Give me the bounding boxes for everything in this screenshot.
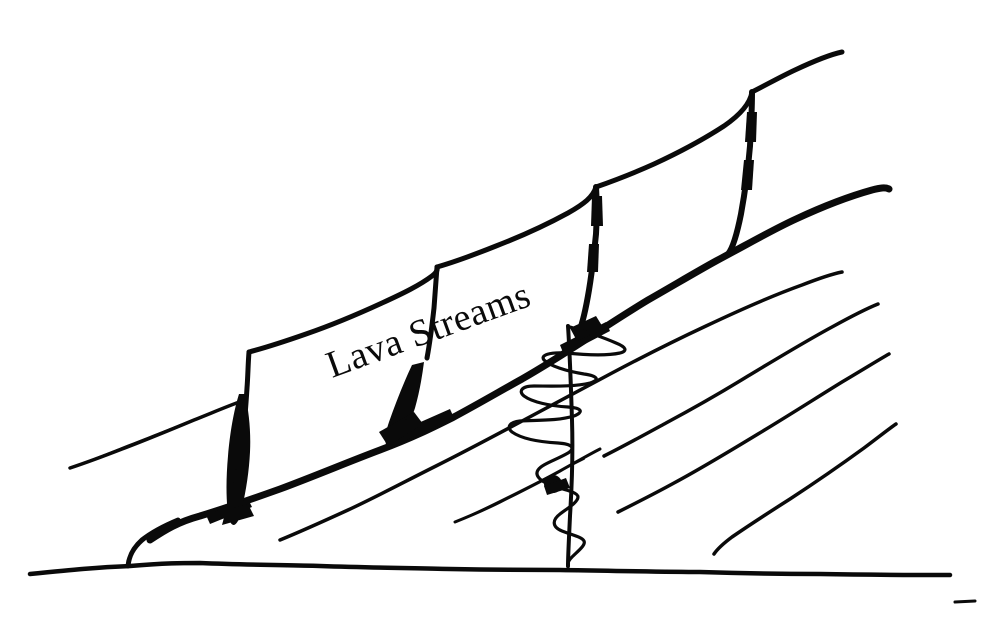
- flowline-2: [278, 270, 844, 542]
- lava-stream-vent-blob-tail: [544, 478, 570, 495]
- terrace-3-riser-notch-b: [587, 244, 599, 272]
- flowline-1-return: [77, 408, 223, 466]
- terrace-2-riser-inner-highlight: [393, 419, 407, 439]
- flowline-3-return: [459, 458, 585, 521]
- terrace-4: [725, 49, 845, 257]
- flow-lines-group: [68, 270, 898, 556]
- lava-stream-zigzag: [507, 325, 627, 569]
- terrace-3-riser-foot: [570, 316, 604, 341]
- talus-foot-group: [125, 517, 181, 569]
- flowline-4: [602, 302, 880, 458]
- lava-stream-main-axis: [566, 324, 575, 568]
- terrace-1-riser-wedge: [226, 394, 251, 525]
- terrace-3: [570, 89, 755, 341]
- flowline-5: [616, 352, 891, 514]
- ground-baseline-group: [27, 560, 953, 578]
- ground-baseline: [27, 560, 953, 578]
- slope-thickening-2: [398, 409, 454, 442]
- terrace-4-riser-notch-a: [745, 112, 757, 142]
- talus-foot-line: [125, 517, 181, 569]
- lava-stream-zigzag-group: [507, 324, 627, 569]
- terrace-4-top-edge: [749, 49, 845, 95]
- terrace-2-riser-line: [424, 264, 440, 361]
- terrace-2: [379, 184, 599, 448]
- flowline-6: [712, 422, 898, 556]
- terrace-2-top-edge: [434, 184, 599, 270]
- terrace-1-riser-inner-highlight: [232, 469, 237, 509]
- terrace-3-top-edge: [593, 89, 755, 190]
- corner-tick-mark: [953, 599, 977, 604]
- terrace-1-riser-foot: [222, 504, 254, 525]
- stray-marks-group: [953, 599, 977, 604]
- terrace-slope-main: [146, 184, 893, 544]
- terrace-4-riser-notch-b: [741, 160, 754, 190]
- terrace-3-riser-notch-a: [591, 196, 603, 226]
